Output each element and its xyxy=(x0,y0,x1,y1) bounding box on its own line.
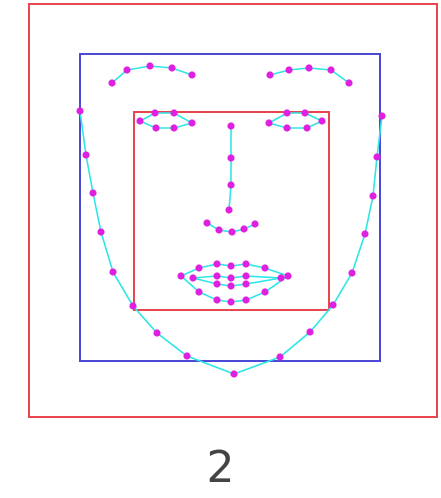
jaw-landmark-point xyxy=(97,228,104,235)
jaw-landmark-point xyxy=(82,151,89,158)
outer-mouth-landmark-point xyxy=(213,260,220,267)
outer-mouth-landmark-point xyxy=(195,288,202,295)
left-brow-landmark-point xyxy=(108,79,115,86)
nose-bridge-landmark-point xyxy=(227,122,234,129)
right-eye-landmark-point xyxy=(283,124,290,131)
nose-base-landmark-point xyxy=(251,220,258,227)
right-brow-landmark-point xyxy=(285,66,292,73)
jaw-landmark-point xyxy=(373,153,380,160)
jaw-landmark-point xyxy=(369,192,376,199)
left-eye-landmark-point xyxy=(152,124,159,131)
inner-mouth-landmark-point xyxy=(213,272,220,279)
inner-mouth-landmark-point xyxy=(189,274,196,281)
jaw-landmark-point xyxy=(153,329,160,336)
left-eye-landmark-point xyxy=(170,124,177,131)
outer-mouth-landmark-point xyxy=(195,264,202,271)
outer-bounding-box xyxy=(29,4,437,417)
left-brow-landmark-point xyxy=(168,64,175,71)
left-brow-landmark-point xyxy=(188,71,195,78)
outer-mouth-landmark-point xyxy=(227,262,234,269)
outer-mouth-landmark-point xyxy=(227,298,234,305)
jaw-landmark-point xyxy=(230,370,237,377)
right-brow-landmark-point xyxy=(305,64,312,71)
jaw-landmark-point xyxy=(378,112,385,119)
left-eye-landmark-point xyxy=(151,109,158,116)
figure-label: 2 xyxy=(0,440,441,496)
inner-mouth-landmark-point xyxy=(242,272,249,279)
inner-mouth-contour xyxy=(193,276,281,286)
right-eye-landmark-point xyxy=(265,119,272,126)
facial-landmarks xyxy=(76,62,385,377)
jaw-landmark-point xyxy=(276,353,283,360)
right-brow-landmark-point xyxy=(345,79,352,86)
outer-mouth-landmark-point xyxy=(242,260,249,267)
right-eye-landmark-point xyxy=(303,124,310,131)
inner-mouth-landmark-point xyxy=(277,274,284,281)
left-eye-landmark-point xyxy=(188,119,195,126)
jaw-landmark-point xyxy=(129,302,136,309)
inner-mouth-landmark-point xyxy=(227,282,234,289)
jaw-landmark-point xyxy=(348,269,355,276)
left-eye-landmark-point xyxy=(170,109,177,116)
left-eye-landmark-point xyxy=(136,117,143,124)
right-eye-landmark-point xyxy=(318,117,325,124)
outer-mouth-landmark-point xyxy=(213,296,220,303)
jaw-landmark-point xyxy=(183,352,190,359)
jaw-landmark-point xyxy=(329,301,336,308)
left-brow-landmark-point xyxy=(146,62,153,69)
left-brow-landmark-point xyxy=(123,66,130,73)
outer-mouth-landmark-point xyxy=(177,272,184,279)
jaw-landmark-point xyxy=(306,328,313,335)
right-eye-contour xyxy=(269,113,322,128)
nose-base-landmark-point xyxy=(228,228,235,235)
nose-base-landmark-point xyxy=(203,219,210,226)
right-brow-landmark-point xyxy=(327,66,334,73)
jaw-landmark-point xyxy=(361,230,368,237)
inner-mouth-landmark-point xyxy=(213,280,220,287)
outer-mouth-landmark-point xyxy=(284,272,291,279)
nose-bridge-landmark-point xyxy=(225,206,232,213)
jaw-landmark-point xyxy=(109,268,116,275)
outer-mouth-landmark-point xyxy=(261,288,268,295)
jaw-landmark-point xyxy=(89,189,96,196)
right-eye-landmark-point xyxy=(283,109,290,116)
right-eye-landmark-point xyxy=(301,109,308,116)
left-eye-contour xyxy=(140,113,192,128)
outer-mouth-landmark-point xyxy=(242,296,249,303)
nose-base-landmark-point xyxy=(215,226,222,233)
inner-mouth-landmark-point xyxy=(227,274,234,281)
nose-bridge-landmark-point xyxy=(227,181,234,188)
inner-mouth-landmark-point xyxy=(242,280,249,287)
outer-mouth-landmark-point xyxy=(261,264,268,271)
nose-bridge-landmark-point xyxy=(227,154,234,161)
nose-bridge-contour xyxy=(229,126,231,210)
nose-base-landmark-point xyxy=(240,225,247,232)
jaw-landmark-point xyxy=(76,107,83,114)
right-brow-landmark-point xyxy=(266,71,273,78)
